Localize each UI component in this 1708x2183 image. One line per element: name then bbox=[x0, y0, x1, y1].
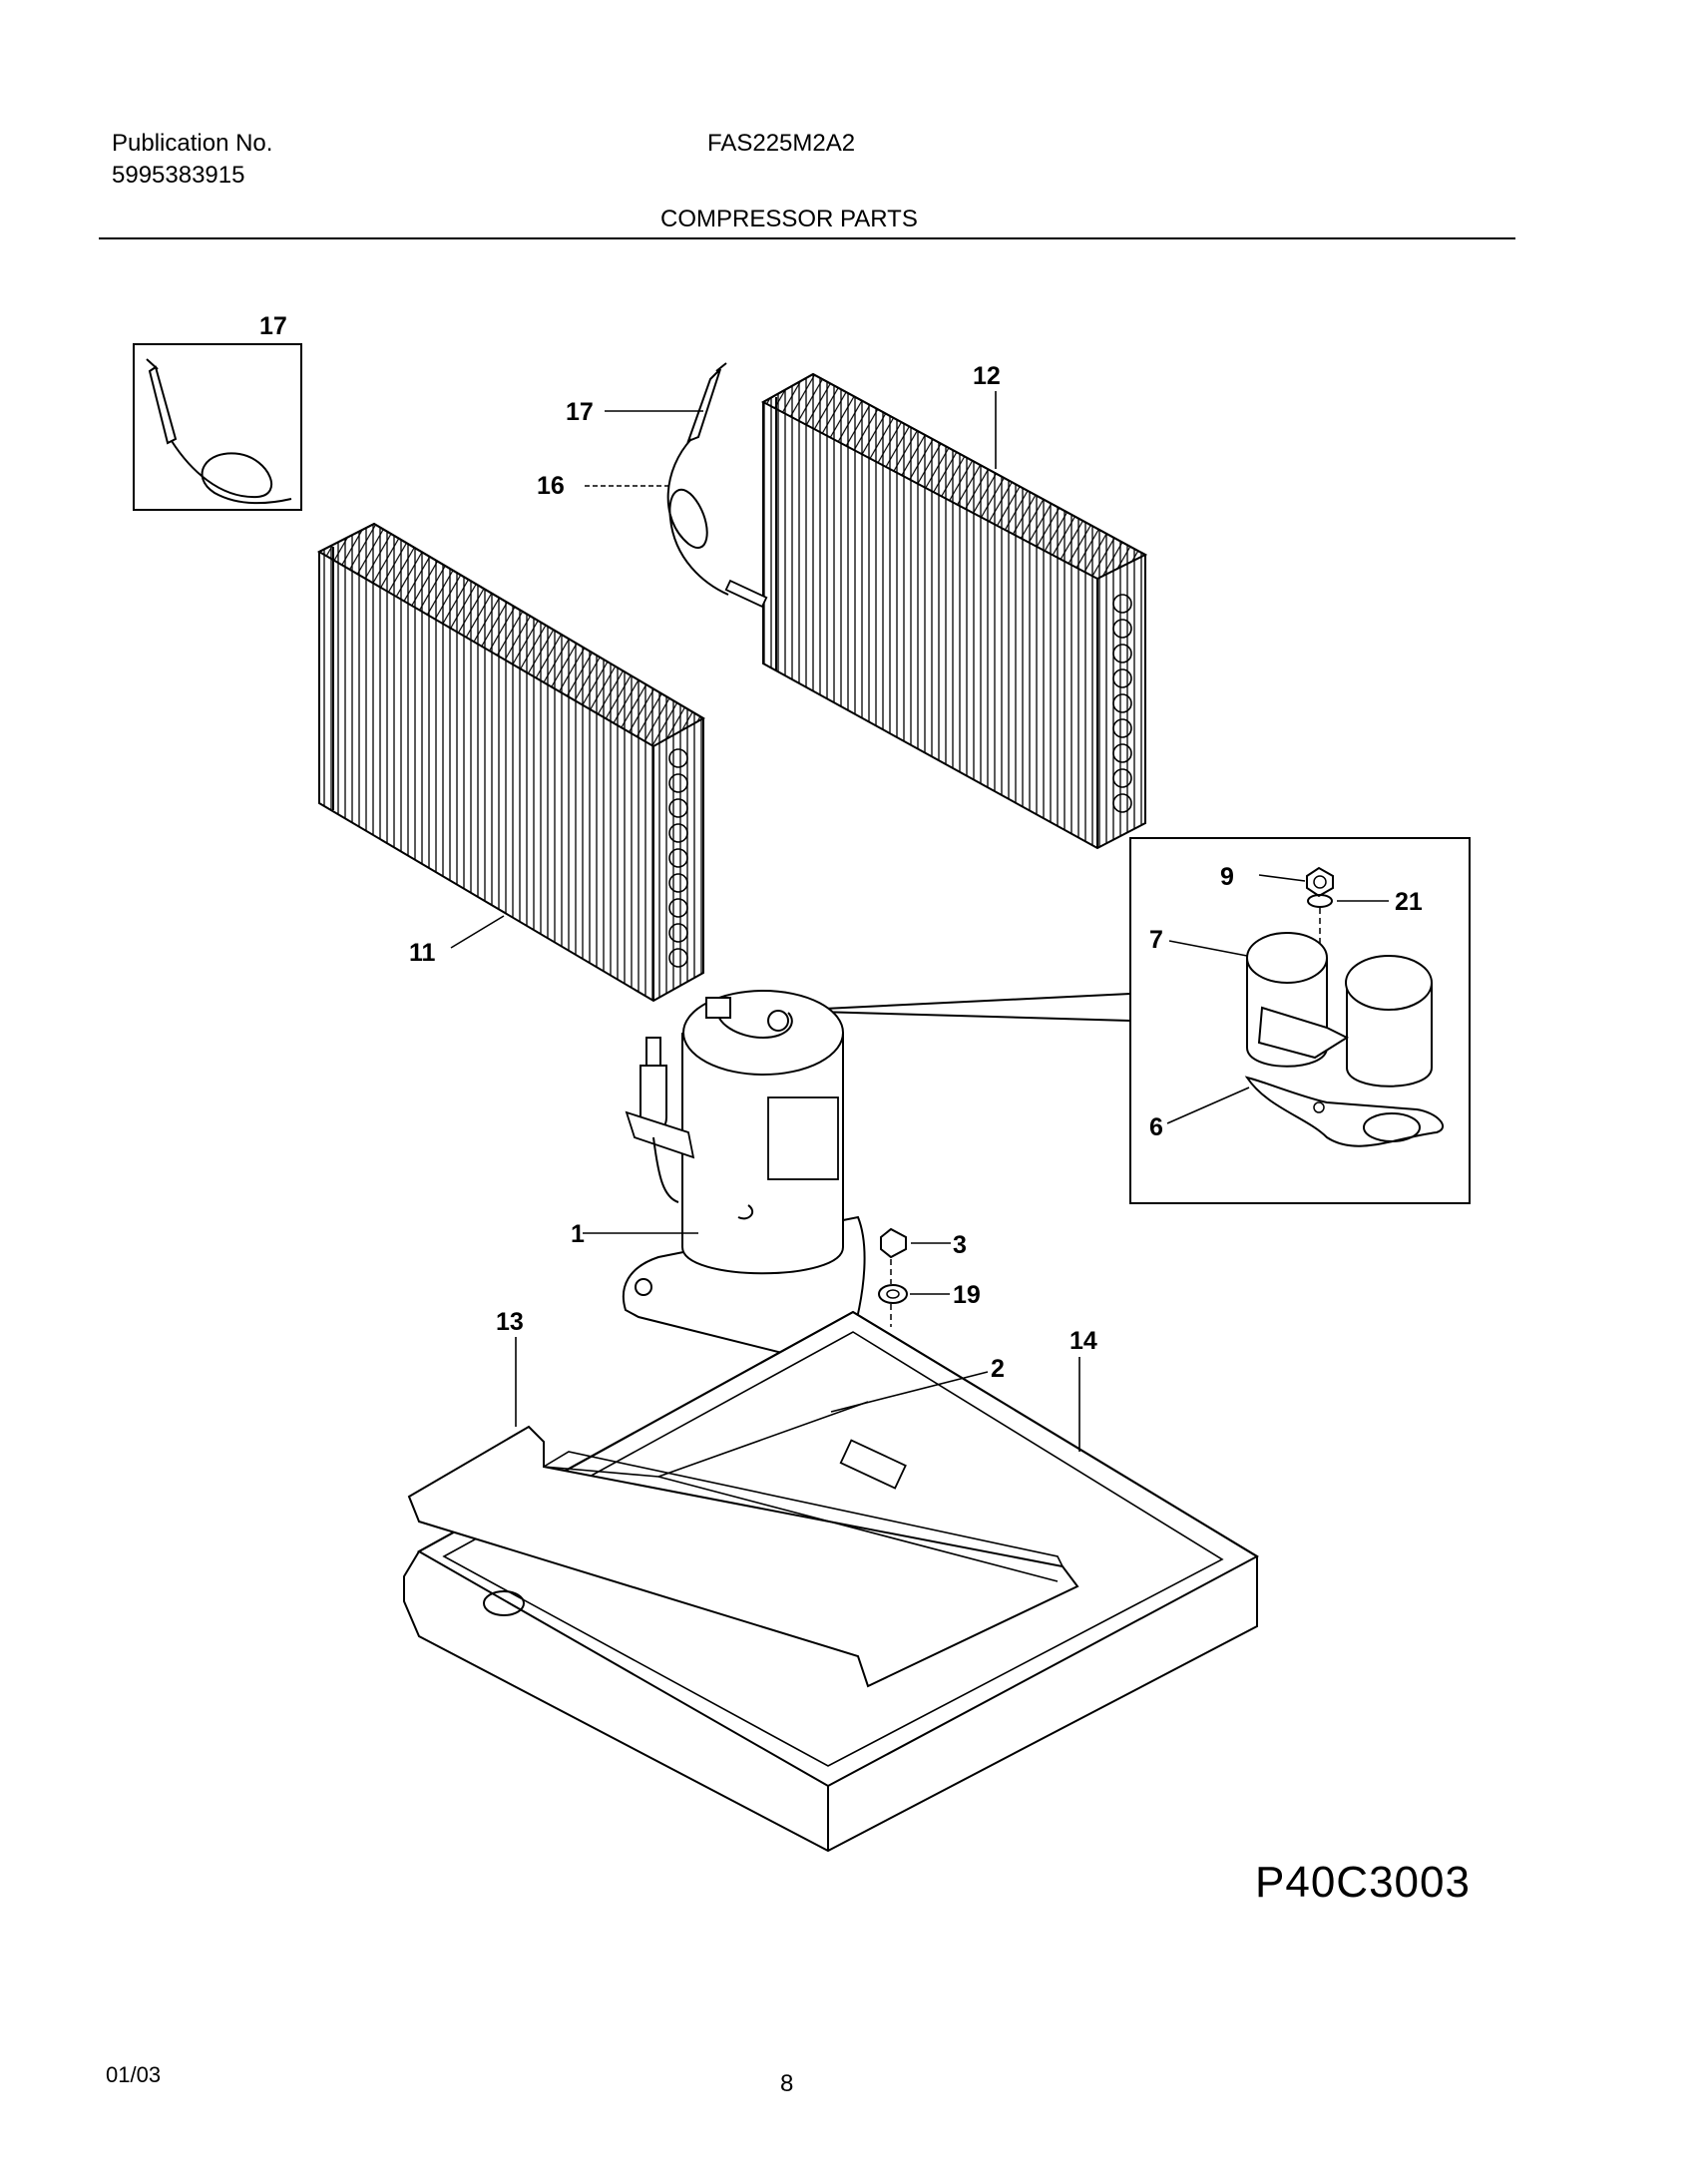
callout-19: 19 bbox=[953, 1281, 981, 1309]
model-number: FAS225M2A2 bbox=[707, 130, 856, 157]
publication-number: 5995383915 bbox=[112, 162, 245, 189]
callout-21: 21 bbox=[1395, 888, 1423, 916]
callout-1: 1 bbox=[571, 1220, 585, 1248]
drain-tray bbox=[407, 1401, 1079, 1688]
capillary-inset bbox=[133, 343, 302, 511]
evaporator-coil bbox=[316, 522, 706, 1003]
capacitor-detail-inset bbox=[1129, 837, 1471, 1204]
capillary-tube bbox=[666, 362, 729, 596]
callout-16: 16 bbox=[537, 472, 565, 500]
callout-17-inset: 17 bbox=[259, 312, 287, 340]
section-title: COMPRESSOR PARTS bbox=[660, 206, 918, 232]
callout-17: 17 bbox=[566, 398, 594, 426]
callout-6: 6 bbox=[1149, 1113, 1163, 1141]
callout-3: 3 bbox=[953, 1231, 967, 1259]
condenser-coil bbox=[724, 372, 1148, 850]
drawing-code: P40C3003 bbox=[1255, 1858, 1471, 1907]
footer-date: 01/03 bbox=[106, 2062, 162, 2087]
callout-13: 13 bbox=[496, 1308, 524, 1336]
callout-7: 7 bbox=[1149, 926, 1163, 954]
leader-lines bbox=[450, 391, 1389, 1452]
compressor bbox=[622, 990, 866, 1369]
callout-14: 14 bbox=[1069, 1327, 1097, 1355]
callout-2: 2 bbox=[991, 1355, 1005, 1383]
callout-12: 12 bbox=[973, 362, 1001, 390]
callout-9: 9 bbox=[1220, 863, 1234, 891]
page-number: 8 bbox=[780, 2070, 794, 2097]
header-rule bbox=[99, 237, 1515, 239]
callout-11: 11 bbox=[409, 939, 436, 967]
publication-label: Publication No. bbox=[112, 130, 273, 157]
